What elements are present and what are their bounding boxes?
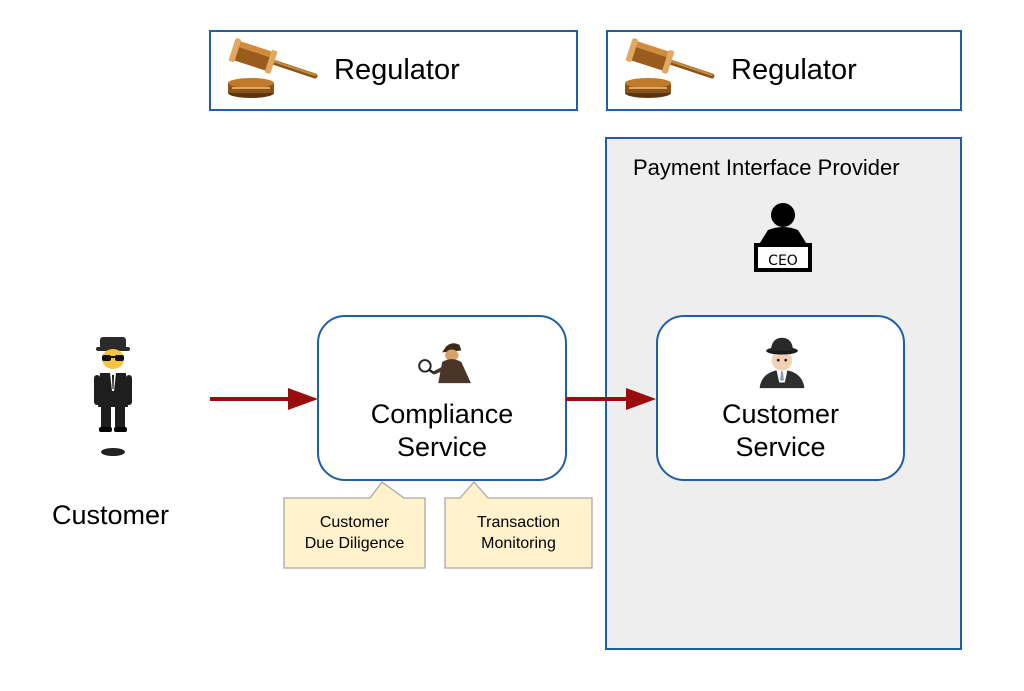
arrow-compliance-to-customer-service [566, 388, 656, 410]
ceo-icon-label: CEO [768, 253, 798, 269]
compliance-service-label-line2: Service [396, 432, 488, 462]
customer-service-label-line2: Service [735, 432, 826, 462]
customer-label: Customer [52, 500, 170, 530]
callout-transaction-monitoring-text: Transaction Monitoring [445, 512, 592, 554]
gavel-icon [625, 38, 715, 98]
regulator-box-2: Regulator [606, 30, 962, 111]
arrow-customer-to-compliance [210, 388, 318, 410]
callout-label-line1: Customer [319, 514, 390, 531]
bowler-hat-agent-icon [759, 337, 805, 389]
ceo-icon: CEO [754, 203, 812, 272]
gavel-icon [228, 38, 318, 98]
callout-customer-due-diligence-text: Customer Due Diligence [284, 512, 425, 554]
callout-label-line1: Transaction [477, 514, 560, 531]
callout-label-line2: Due Diligence [304, 535, 405, 552]
man-in-suit-levitating-icon [94, 337, 132, 456]
detective-icon [418, 343, 471, 384]
callout-label-line2: Monitoring [481, 535, 556, 552]
compliance-service-label-line1: Compliance [370, 399, 514, 429]
customer-service-box: Customer Service [656, 315, 905, 481]
customer-service-label-line1: Customer [721, 399, 840, 429]
regulator-label: Regulator [334, 54, 460, 86]
compliance-service-box: Compliance Service [317, 315, 567, 481]
regulator-box-1: Regulator [209, 30, 578, 111]
payment-interface-provider-title: Payment Interface Provider [633, 155, 900, 180]
regulator-label: Regulator [731, 54, 857, 86]
